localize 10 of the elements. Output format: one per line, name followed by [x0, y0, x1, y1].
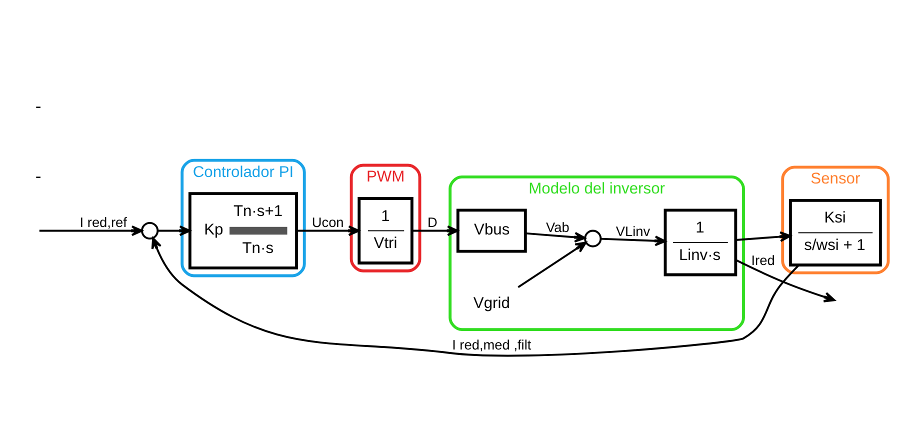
- edge-label: Ucon: [312, 215, 344, 230]
- node-text: Vgrid: [473, 294, 510, 312]
- label: -: [35, 96, 42, 116]
- edge-label: I red,ref: [80, 215, 127, 230]
- edge-label: D: [428, 215, 438, 230]
- label: -: [35, 166, 42, 186]
- edge-label: VLinv: [616, 224, 650, 239]
- edge-label: Ired: [751, 253, 775, 268]
- edge-label: I red,med ,filt: [452, 337, 532, 352]
- edge-label: Vab: [546, 220, 570, 235]
